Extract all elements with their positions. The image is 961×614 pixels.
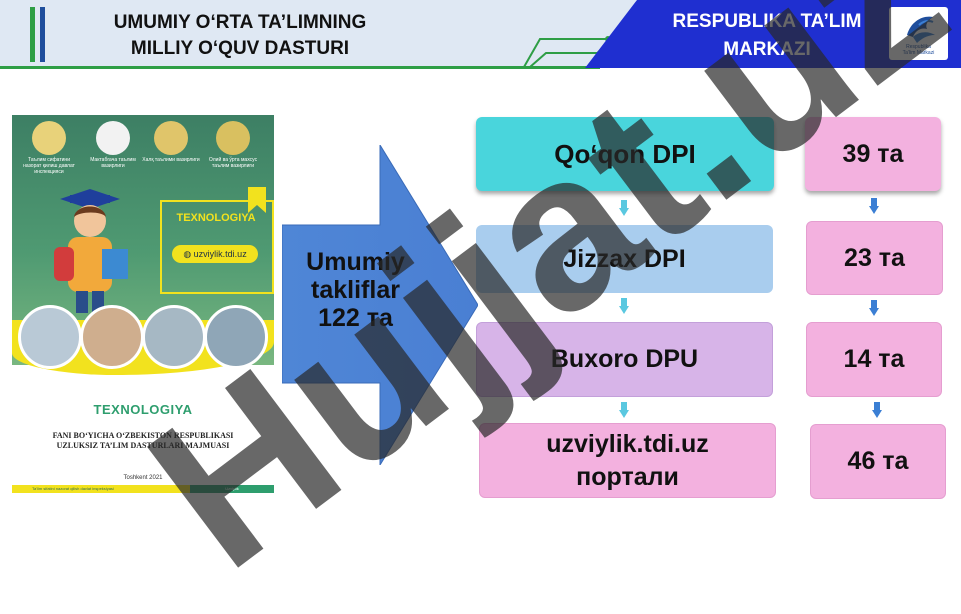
- source-box-portal: uzviylik.tdi.uz портали: [479, 423, 776, 498]
- arrow-down-icon: [619, 298, 629, 314]
- student-illustration: [54, 189, 128, 313]
- org-name: RESPUBLIKA TA’LIM MARKAZI: [632, 8, 902, 64]
- emblem-icon: [216, 121, 250, 155]
- source-box-qoqon: Qo‘qon DPI: [476, 117, 774, 191]
- dove-logo-icon: [907, 16, 935, 43]
- count-box-buxoro: 14 та: [806, 322, 942, 397]
- cover-subtitle: FANI BO‘YICHA O‘ZBEKISTON RESPUBLIKASI U…: [32, 431, 254, 451]
- total-proposals: Umumiy takliflar 122 та: [283, 248, 428, 332]
- source-name: Qo‘qon DPI: [554, 138, 696, 169]
- cover-url-text: uzviylik.tdi.uz: [193, 249, 247, 259]
- emblem-icon: [32, 121, 66, 155]
- page-title-line2: MILLIY O‘QUV DASTURI: [130, 38, 350, 59]
- student-photo: [18, 305, 82, 369]
- total-proposals-count: 122 та: [318, 304, 393, 332]
- cover-subject-title: TEXNOLOGIYA: [176, 212, 256, 224]
- source-count: 23 та: [844, 243, 905, 272]
- header-accent-bar-blue: [40, 7, 45, 62]
- source-box-jizzax: Jizzax DPI: [476, 225, 773, 293]
- source-box-buxoro: Buxoro DPU: [476, 322, 773, 397]
- emblem-caption: Мактабгача таълим вазирлиги: [90, 157, 136, 169]
- arrow-down-icon: [872, 402, 882, 418]
- page-title-line1: UMUMIY O‘RTA TA’LIMNING: [113, 12, 367, 33]
- cover-brand: TEXNOLOGIYA: [93, 402, 193, 417]
- org-logo-caption: Respublika Ta’lim Markazi: [891, 44, 946, 56]
- org-logo: [889, 7, 948, 60]
- source-count: 39 та: [842, 139, 904, 168]
- bookmark-icon: [248, 187, 266, 213]
- logo-caption-line2: Ta’lim Markazi: [902, 50, 935, 56]
- book-cover-image: Таълим сифатини назорат қилиш давлат инс…: [12, 115, 274, 493]
- header-left-panel: [0, 0, 640, 68]
- header-divider: [0, 66, 600, 69]
- cover-subtitle-line1: FANI BO‘YICHA O‘ZBEKISTON RESPUBLIKASI: [52, 431, 234, 440]
- arrow-down-icon: [619, 200, 629, 216]
- student-photo: [204, 305, 268, 369]
- header-accent-bar-green: [30, 7, 35, 62]
- source-count: 46 та: [847, 447, 909, 475]
- arrow-down-icon: [869, 198, 879, 214]
- page-title: UMUMIY O‘RTA TA’LIMNING MILLIY O‘QUV DAS…: [60, 10, 420, 62]
- count-box-jizzax: 23 та: [806, 221, 943, 295]
- student-photo: [80, 305, 144, 369]
- cover-footer-right: Uzviylik: [190, 485, 274, 493]
- cover-footer-strip: Ta’lim sifatini nazorat qilish davlat in…: [12, 485, 274, 493]
- globe-icon: ◍: [183, 249, 194, 259]
- emblem-icon: [154, 121, 188, 155]
- total-proposals-line2: takliflar: [311, 276, 400, 304]
- org-name-line1: RESPUBLIKA TA’LIM: [672, 11, 862, 32]
- logo-caption-line1: Respublika: [906, 44, 931, 50]
- count-box-qoqon: 39 та: [805, 117, 941, 191]
- cover-city-year: Toshkent 2021: [123, 475, 163, 481]
- org-name-line2: MARKAZI: [723, 39, 811, 60]
- source-name-line2: портали: [576, 462, 679, 491]
- big-arrow-shape: [282, 145, 478, 465]
- cover-footer-left: Ta’lim sifatini nazorat qilish davlat in…: [12, 485, 190, 493]
- cover-subject-frame: [160, 200, 274, 294]
- cover-url-pill: ◍ uzviylik.tdi.uz: [172, 245, 258, 263]
- student-photo: [142, 305, 206, 369]
- source-name: Jizzax DPI: [563, 244, 686, 273]
- emblem-caption: Таълим сифатини назорат қилиш давлат инс…: [23, 157, 75, 175]
- count-box-portal: 46 та: [810, 424, 946, 499]
- arrow-down-icon: [869, 300, 879, 316]
- emblem-icon: [96, 121, 130, 155]
- emblem-caption: Халқ таълими вазирлиги: [142, 157, 200, 163]
- source-name: Buxoro DPU: [550, 345, 699, 373]
- cover-subtitle-line2: UZLUKSIZ TA’LIM DASTURLARI MAJMUASI: [56, 441, 230, 450]
- emblem-caption: Олий ва ўрта махсус таълим вазирлиги: [208, 157, 258, 169]
- arrow-down-icon: [619, 402, 629, 418]
- source-name-line1: uzviylik.tdi.uz: [546, 429, 709, 458]
- total-proposals-line1: Umumiy: [306, 248, 405, 276]
- source-count: 14 та: [843, 345, 905, 373]
